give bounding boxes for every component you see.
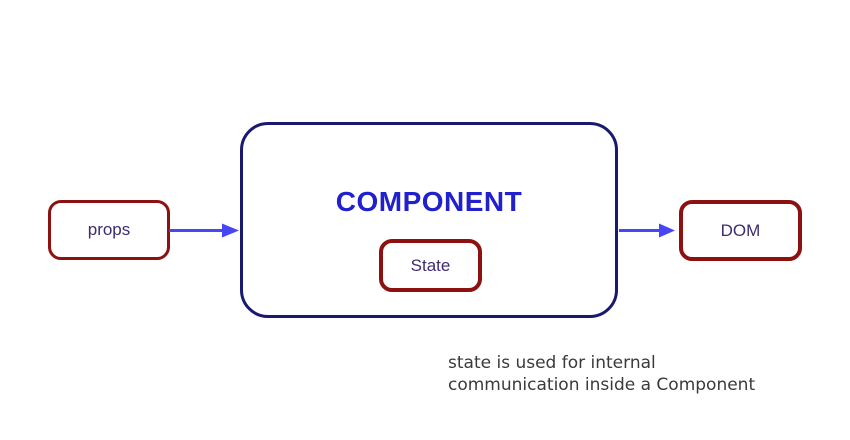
caption-line-2: communication inside a Component: [448, 375, 756, 395]
props-label: props: [87, 220, 131, 239]
dom-node: DOM: [679, 200, 802, 261]
caption: state is used for internal communication…: [448, 352, 755, 396]
caption-line-1: state is used for internal: [448, 353, 656, 373]
component-label: COMPONENT: [335, 186, 523, 217]
arrow-right-icon: [169, 223, 239, 238]
component-container: COMPONENT State: [240, 122, 618, 318]
props-node: props: [48, 200, 170, 260]
arrow-right-icon: [619, 223, 675, 238]
state-node: State: [379, 239, 482, 292]
state-label: State: [410, 255, 451, 275]
dom-label: DOM: [720, 220, 761, 240]
